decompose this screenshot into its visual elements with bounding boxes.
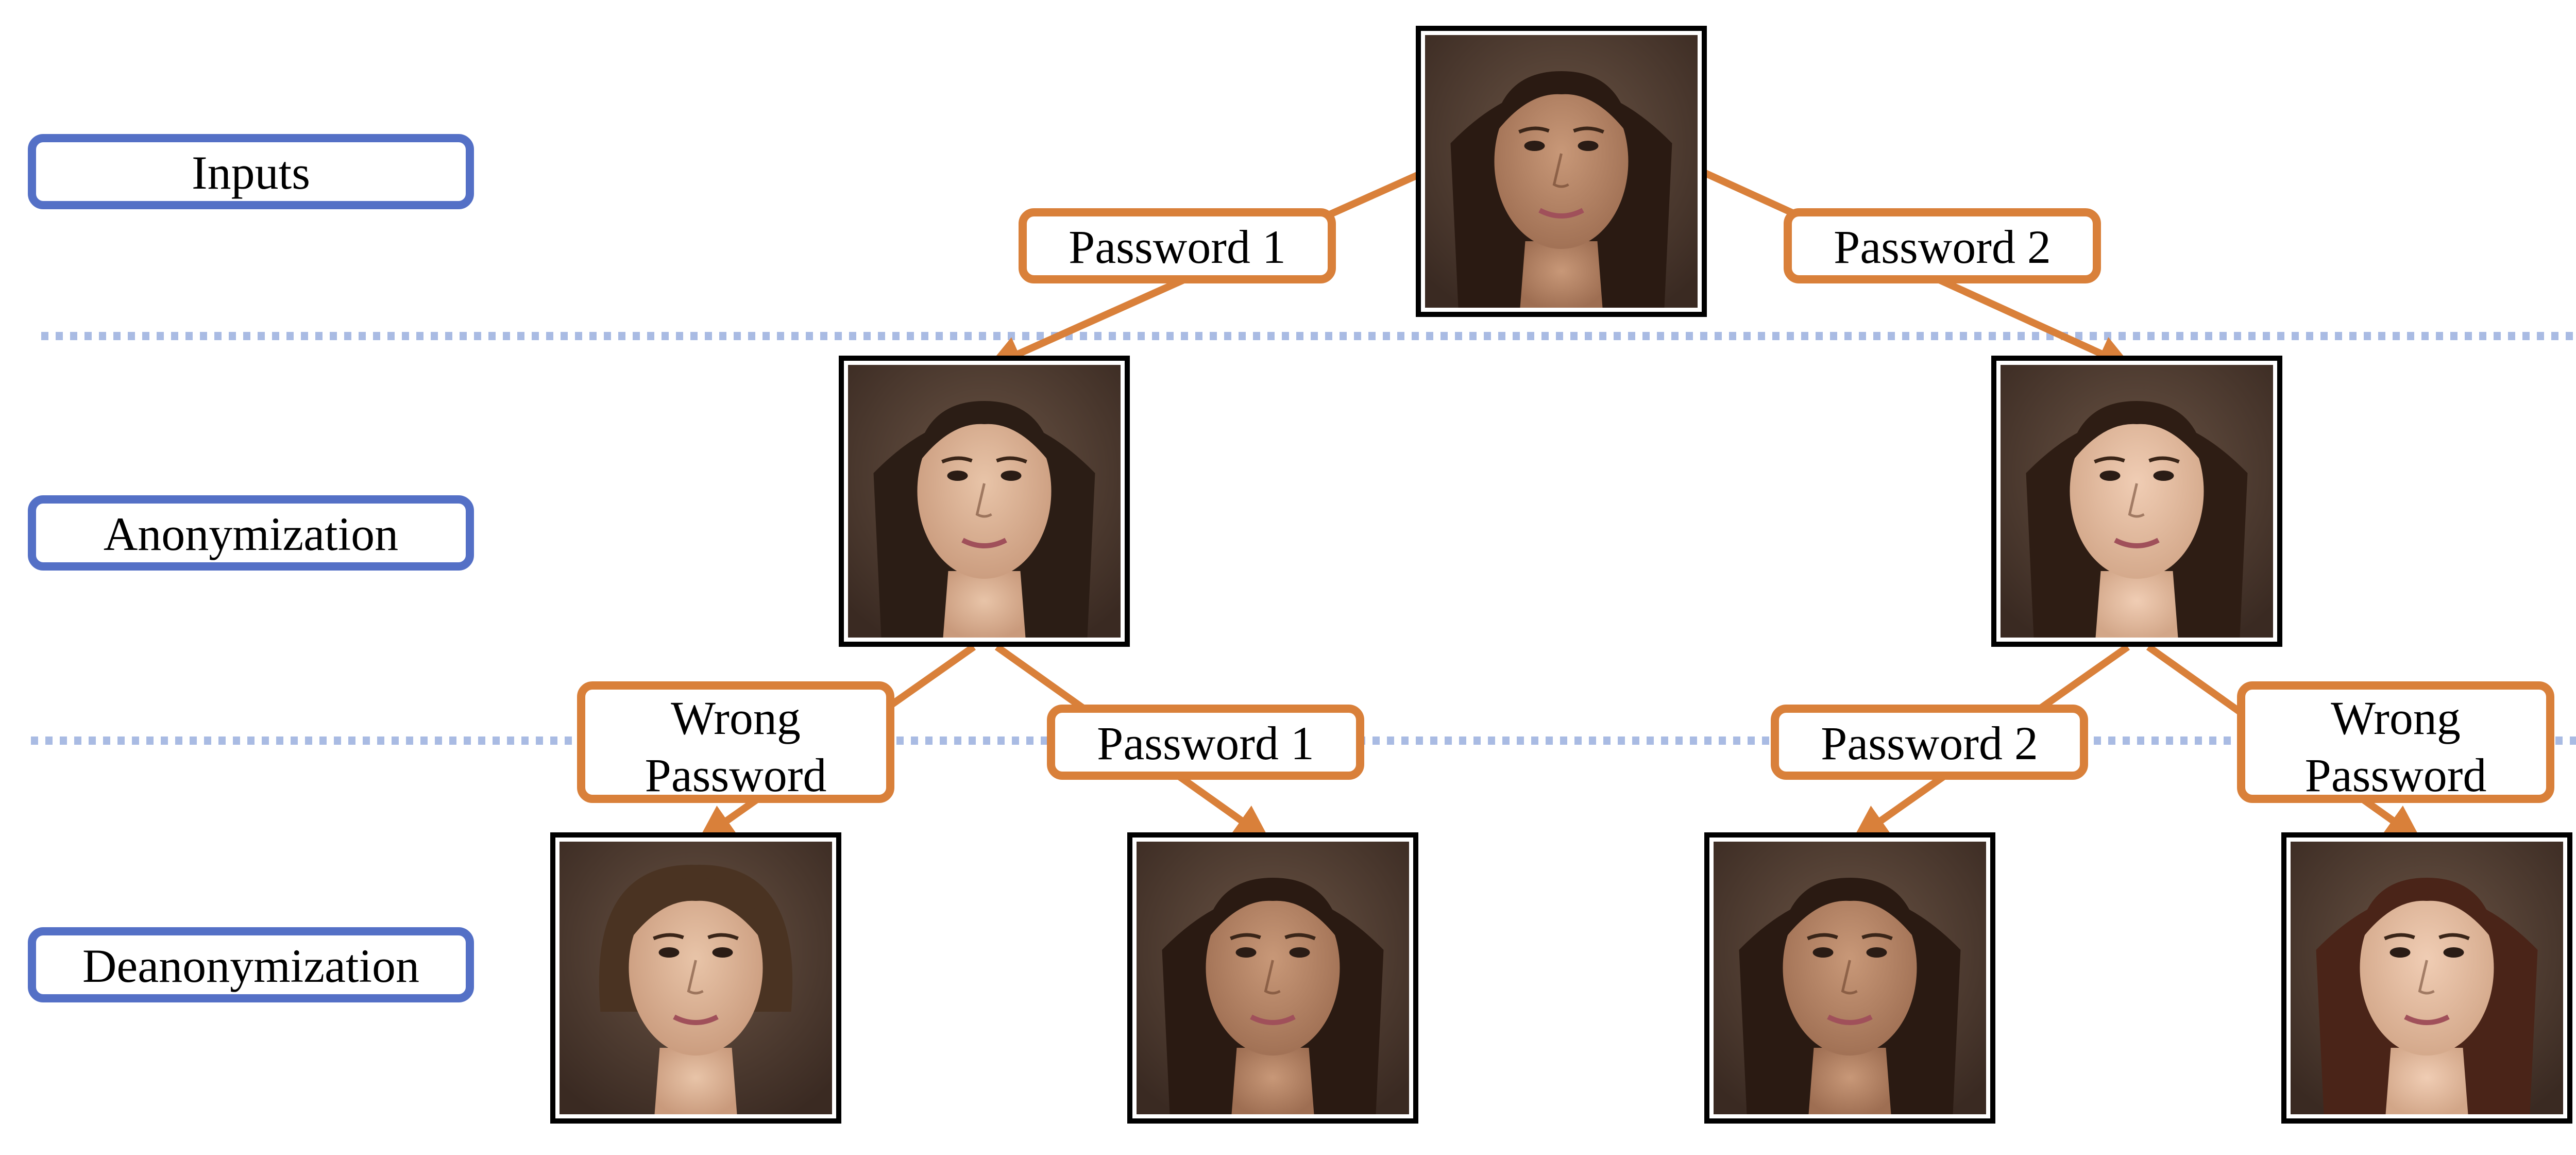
stage-label-inputs-text: Inputs xyxy=(192,146,310,199)
stage-label-inputs: Inputs xyxy=(28,134,474,209)
stage-label-anonymization-text: Anonymization xyxy=(104,508,398,560)
password-label: Password 2 xyxy=(1834,221,2051,273)
face-image-deanon-wrong-1: wrong-password result (left) xyxy=(550,832,841,1124)
password-box-top-left: Password 1 xyxy=(1019,208,1336,283)
password-label: Password 2 xyxy=(1821,717,2038,769)
stage-label-deanonymization-text: Deanonymization xyxy=(82,940,419,992)
password-box-top-right: Password 2 xyxy=(1784,208,2101,283)
face-image-deanon-correct-2: recovered face (password 2) xyxy=(1704,832,1995,1124)
password-label-line1: Wrong xyxy=(2331,692,2461,744)
password-box-left-wrong: Wrong Password xyxy=(577,681,894,803)
face-image-anon-2: anonymized face (password 2) xyxy=(1991,356,2282,647)
password-label: Password 1 xyxy=(1069,221,1286,273)
stage-label-anonymization: Anonymization xyxy=(28,495,474,571)
face-image-input: original face xyxy=(1416,26,1707,317)
password-label-line2: Password xyxy=(2305,749,2487,801)
stage-label-deanonymization: Deanonymization xyxy=(28,927,474,1002)
password-label: Password 1 xyxy=(1097,717,1314,769)
password-box-left-correct: Password 1 xyxy=(1047,705,1364,780)
password-label-line2: Password xyxy=(645,749,827,801)
password-label-line1: Wrong xyxy=(671,692,801,744)
password-box-right-wrong: Wrong Password xyxy=(2237,681,2554,803)
face-image-deanon-wrong-2: wrong-password result (right) xyxy=(2281,832,2572,1124)
password-box-right-correct: Password 2 xyxy=(1771,705,2088,780)
face-image-deanon-correct-1: recovered face (password 1) xyxy=(1127,832,1418,1124)
face-image-anon-1: anonymized face (password 1) xyxy=(839,356,1130,647)
